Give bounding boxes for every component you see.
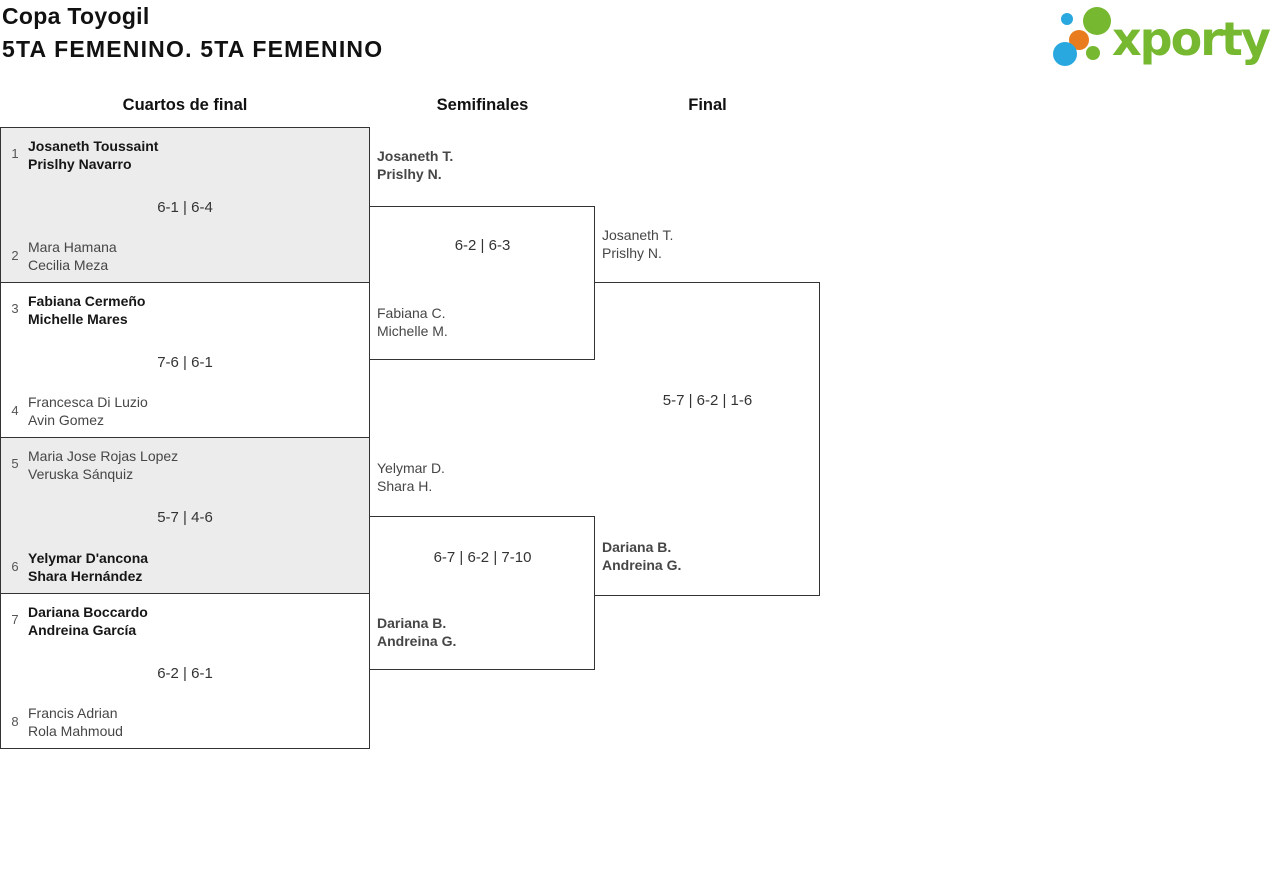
match-quarterfinal-1: 1 Josaneth Toussaint Prislhy Navarro 6-1… [0, 127, 370, 283]
player-name: Shara H. [377, 478, 433, 494]
player-name: Yelymar D. [377, 460, 445, 476]
match-score: 7-6 | 6-1 [157, 354, 213, 371]
match-score: 5-7 | 4-6 [157, 509, 213, 526]
player-name: Shara Hernández [28, 568, 143, 584]
logo-dot-icon [1069, 30, 1089, 50]
match-score: 6-1 | 6-4 [157, 199, 213, 216]
logo-dot-icon [1086, 46, 1100, 60]
match-score: 6-2 | 6-3 [454, 237, 511, 254]
team-names: Fabiana Cermeño Michelle Mares [28, 292, 145, 328]
match-score: 6-2 | 6-1 [157, 665, 213, 682]
tournament-title: Copa Toyogil [2, 3, 150, 29]
player-name: Dariana B. [377, 615, 447, 631]
round-label-semifinals: Semifinales [436, 96, 529, 114]
player-name: Francesca Di Luzio [28, 394, 148, 410]
round-label-quarterfinals: Cuartos de final [122, 96, 248, 114]
player-name: Andreina G. [377, 633, 457, 649]
player-name: Francis Adrian [28, 705, 118, 721]
category-subtitle: 5TA FEMENINO. 5TA FEMENINO [2, 36, 384, 62]
player-name: Fabiana Cermeño [28, 293, 146, 309]
player-name: Maria Jose Rojas Lopez [28, 448, 179, 464]
team-names: Fabiana C. Michelle M. [377, 304, 448, 340]
team-names: Dariana Boccardo Andreina García [28, 603, 148, 639]
player-name: Josaneth T. [602, 227, 674, 243]
logo-dot-icon [1053, 42, 1077, 66]
team-names: Mara Hamana Cecilia Meza [28, 238, 117, 274]
match-semifinal-1 [370, 206, 595, 360]
seed-number: 1 [11, 146, 19, 161]
match-score: 5-7 | 6-2 | 1-6 [662, 392, 753, 409]
player-name: Michelle M. [377, 323, 448, 339]
seed-number: 8 [11, 714, 19, 729]
logo-dot-icon [1083, 7, 1111, 35]
player-name: Cecilia Meza [28, 257, 109, 273]
seed-number: 2 [11, 248, 19, 263]
match-quarterfinal-4: 7 Dariana Boccardo Andreina García 6-2 |… [0, 593, 370, 749]
team-names: Josaneth T. Prislhy N. [377, 147, 453, 183]
player-name: Mara Hamana [28, 239, 117, 255]
player-name: Rola Mahmoud [28, 723, 123, 739]
player-name: Andreina García [28, 622, 137, 638]
player-name: Dariana B. [602, 539, 672, 555]
team-names: Yelymar D. Shara H. [377, 459, 445, 495]
match-quarterfinal-3: 5 Maria Jose Rojas Lopez Veruska Sánquiz… [0, 437, 370, 594]
logo-dot-icon [1061, 13, 1073, 25]
team-names: Dariana B. Andreina G. [602, 538, 681, 574]
player-name: Michelle Mares [28, 311, 128, 327]
round-label-final: Final [688, 96, 727, 114]
team-names: Josaneth T. Prislhy N. [602, 226, 673, 262]
player-name: Dariana Boccardo [28, 604, 148, 620]
player-name: Veruska Sánquiz [28, 466, 134, 482]
match-semifinal-2 [370, 516, 595, 670]
team-names: Dariana B. Andreina G. [377, 614, 456, 650]
team-names: Francesca Di Luzio Avin Gomez [28, 393, 148, 429]
xporty-logo[interactable]: xporty [1050, 5, 1278, 71]
match-final [595, 282, 820, 596]
player-name: Prislhy Navarro [28, 156, 132, 172]
team-names: Francis Adrian Rola Mahmoud [28, 704, 123, 740]
player-name: Josaneth Toussaint [28, 138, 159, 154]
player-name: Prislhy N. [602, 245, 662, 261]
seed-number: 5 [11, 456, 19, 471]
seed-number: 7 [11, 612, 19, 627]
team-names: Josaneth Toussaint Prislhy Navarro [28, 137, 158, 173]
player-name: Prislhy N. [377, 166, 442, 182]
seed-number: 3 [11, 301, 19, 316]
seed-number: 6 [11, 559, 19, 574]
seed-number: 4 [11, 403, 19, 418]
team-names: Yelymar D'ancona Shara Hernández [28, 549, 148, 585]
team-names: Maria Jose Rojas Lopez Veruska Sánquiz [28, 447, 178, 483]
player-name: Yelymar D'ancona [28, 550, 149, 566]
match-score: 6-7 | 6-2 | 7-10 [433, 549, 532, 566]
player-name: Avin Gomez [28, 412, 104, 428]
player-name: Andreina G. [602, 557, 682, 573]
player-name: Fabiana C. [377, 305, 446, 321]
match-quarterfinal-2: 3 Fabiana Cermeño Michelle Mares 7-6 | 6… [0, 282, 370, 438]
player-name: Josaneth T. [377, 148, 454, 164]
xporty-logo-text: xporty [1112, 12, 1271, 66]
